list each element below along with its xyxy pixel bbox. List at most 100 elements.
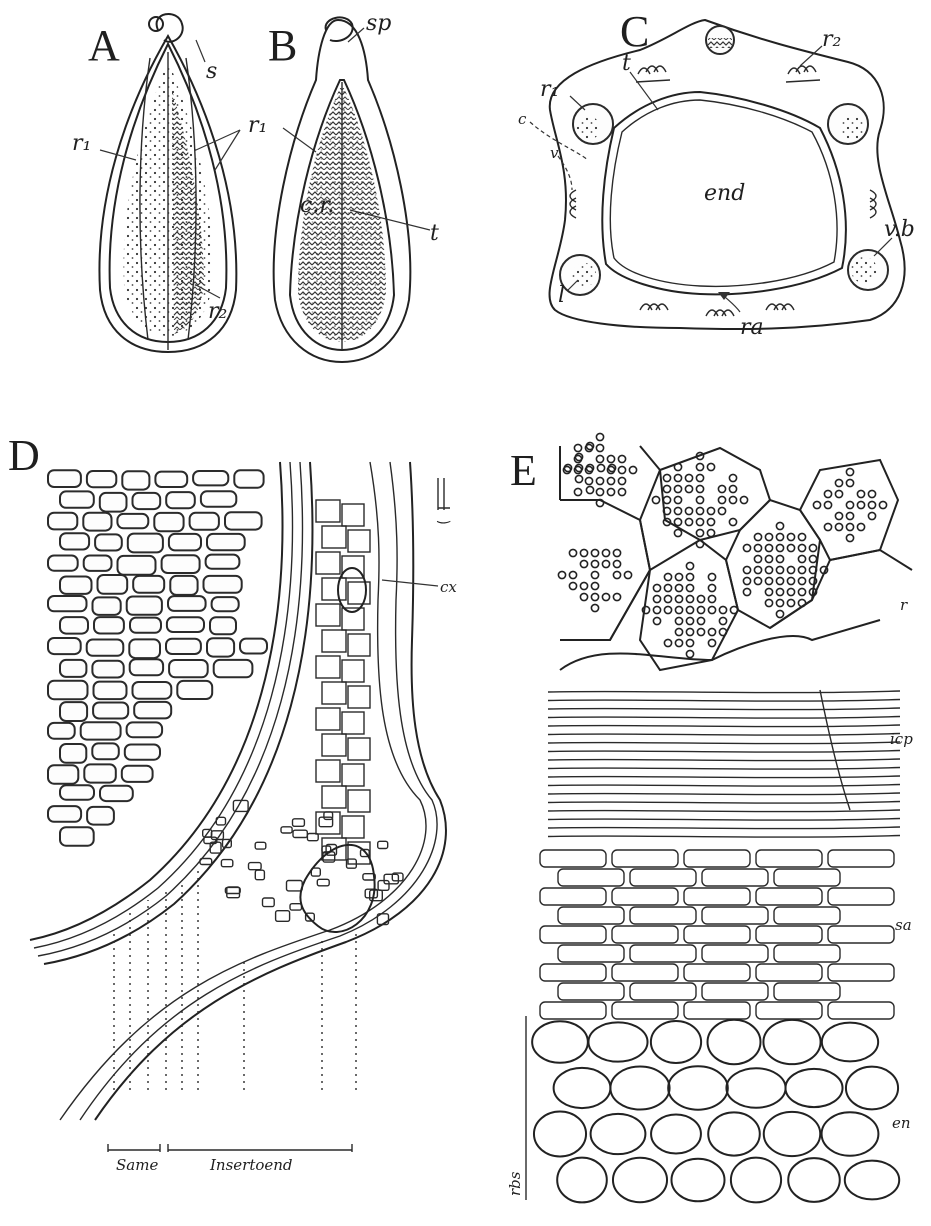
aleurone-grain <box>798 577 805 584</box>
endosperm-cell <box>94 617 124 633</box>
testa-cell <box>342 816 364 838</box>
endosperm-cell <box>214 660 253 677</box>
endosperm-round-cell <box>822 1023 878 1062</box>
sa-cell <box>612 850 678 867</box>
panel-d: D ‿ cx Same Insertoend <box>8 431 457 1174</box>
chalaza-cell <box>281 827 292 833</box>
label-a-r1-upper: r₁ <box>72 131 91 156</box>
endosperm-cell <box>81 722 121 739</box>
aleurone-grain <box>674 518 681 525</box>
endosperm-round-cell <box>532 1021 588 1062</box>
aleurone-grain <box>569 571 576 578</box>
aleurone-grain <box>696 518 703 525</box>
aleurone-grain <box>787 533 794 540</box>
endosperm-round-cell <box>846 1067 898 1110</box>
label-d-bottom-right: Insertoend <box>209 1156 293 1174</box>
aleurone-grain <box>708 595 715 602</box>
aleurone-grain <box>675 617 682 624</box>
cx-cell <box>338 568 366 612</box>
layer-line <box>548 836 900 838</box>
endosperm-cell <box>125 745 160 760</box>
chalaza-cell <box>293 830 307 837</box>
sa-cell <box>756 888 822 905</box>
aleurone-grain <box>729 485 736 492</box>
endosperm-round-cell <box>731 1158 781 1203</box>
endosperm-cell <box>60 660 86 677</box>
aleurone-grain <box>730 606 737 613</box>
chalaza-cell <box>324 812 333 820</box>
aleurone-grain <box>696 485 703 492</box>
sa-cell <box>828 1002 894 1019</box>
testa-cell <box>316 500 340 522</box>
aleurone-grain <box>776 522 783 529</box>
endosperm-cell <box>94 682 127 700</box>
aleurone-grain <box>686 595 693 602</box>
aleurone-grain <box>708 628 715 635</box>
sa-cell <box>558 907 624 924</box>
aleurone-grain <box>787 577 794 584</box>
aleurone-grain <box>776 566 783 573</box>
testa-cell <box>342 504 364 526</box>
chalaza-cell <box>290 904 302 910</box>
endosperm-cell <box>95 534 122 550</box>
aleurone-grain <box>824 501 831 508</box>
endosperm-round-cell <box>708 1112 760 1155</box>
aleurone-grain <box>743 588 750 595</box>
aleurone-grain <box>591 549 598 556</box>
sa-cell <box>612 888 678 905</box>
sa-cell <box>630 869 696 886</box>
vascular-bundles <box>560 26 888 295</box>
sa-cell <box>702 869 768 886</box>
testa-cell <box>316 552 340 574</box>
sa-cell <box>540 926 606 943</box>
aleurone-grain <box>787 588 794 595</box>
label-c-r1: r₁ <box>540 77 559 102</box>
label-c-t: t <box>622 51 631 76</box>
panel-a-letter: A <box>88 21 120 70</box>
aleurone-grain <box>765 566 772 573</box>
aleurone-grain <box>686 562 693 569</box>
aleurone-grain <box>835 512 842 519</box>
aleurone-grain <box>696 540 703 547</box>
aleurone-grain <box>663 485 670 492</box>
label-b-sp: sp <box>366 11 391 36</box>
endosperm-cell <box>60 827 94 846</box>
endosperm-cell <box>201 491 236 506</box>
endosperm-cell <box>92 743 119 759</box>
sa-cell <box>774 945 840 962</box>
aleurone-grain <box>787 566 794 573</box>
aleurone-grain <box>674 485 681 492</box>
endosperm-round-cell <box>588 1022 647 1061</box>
label-e-r: r <box>900 596 908 614</box>
aleurone-grain <box>675 584 682 591</box>
endosperm-cell <box>155 472 187 487</box>
aleurone-grain <box>754 533 761 540</box>
aleurone-grain <box>675 628 682 635</box>
endosperm-cell <box>48 596 87 611</box>
aleurone-grain <box>754 544 761 551</box>
aleurone-grain <box>798 588 805 595</box>
aleurone-grain <box>868 490 875 497</box>
aleurone-grain <box>675 639 682 646</box>
aleurone-grain <box>846 512 853 519</box>
layer-line <box>548 768 900 770</box>
endosperm-cell <box>127 722 163 737</box>
aleurone-grain <box>674 507 681 514</box>
endosperm-cell <box>130 618 161 633</box>
panel-a: A s r₁ r₁ r₂ <box>72 14 267 352</box>
endosperm-cell <box>133 493 161 509</box>
layer-line <box>548 776 900 778</box>
sa-cell <box>630 983 696 1000</box>
aleurone-grain <box>743 577 750 584</box>
layer-line <box>548 759 900 761</box>
layer-line <box>548 717 900 719</box>
aleurone-grain <box>776 577 783 584</box>
aleurone-grain <box>674 529 681 536</box>
aleurone-grain <box>846 534 853 541</box>
chalaza-cell <box>221 860 232 867</box>
endosperm-round-cell <box>845 1161 899 1200</box>
sa-cell <box>612 1002 678 1019</box>
endosperm-cell <box>128 534 163 553</box>
aleurone-grain <box>585 477 592 484</box>
endosperm-cell <box>234 470 263 487</box>
